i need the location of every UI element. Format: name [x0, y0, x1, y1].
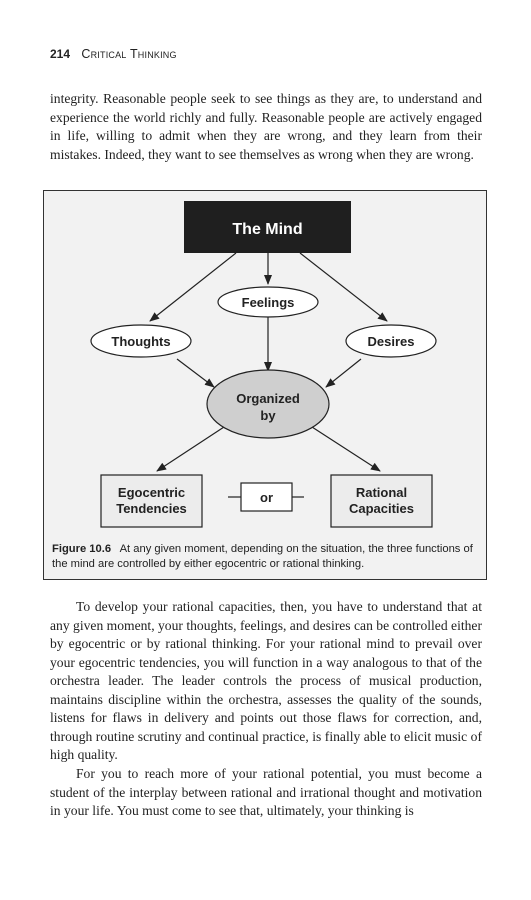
rational-box [330, 474, 433, 528]
rational-label-line1: Rational [356, 485, 407, 500]
figure-10-6: The Mind Feelings Thoughts Desires Organ… [43, 190, 487, 580]
arrow-mind-to-thoughts [149, 252, 237, 322]
mind-diagram: The Mind Feelings Thoughts Desires Organ… [90, 201, 437, 528]
running-title: Critical Thinking [81, 47, 177, 61]
egocentric-label-line1: Egocentric [118, 485, 185, 500]
figure-caption: Figure 10.6 At any given moment, dependi… [52, 542, 477, 571]
arrow-organized-to-egocentric [156, 426, 225, 472]
figure-label: Figure 10.6 [52, 543, 112, 555]
arrow-thoughts-to-organized [176, 358, 215, 388]
thoughts-node [90, 324, 192, 358]
mind-label: The Mind [232, 221, 302, 238]
paragraph-3: For you to reach more of your rational p… [50, 766, 482, 818]
thoughts-label: Thoughts [111, 334, 170, 349]
egocentric-box [100, 474, 203, 528]
desires-node [345, 324, 437, 358]
egocentric-label-line2: Tendencies [116, 501, 187, 516]
page-header: 214 Critical Thinking [50, 47, 177, 61]
page-number: 214 [50, 47, 71, 61]
organized-node [206, 369, 330, 439]
organized-label-line1: Organized [236, 391, 300, 406]
arrow-mind-to-desires [299, 252, 388, 322]
desires-label: Desires [368, 334, 415, 349]
organized-label-line2: by [260, 408, 276, 423]
mind-box [184, 201, 351, 253]
paragraph-1: integrity. Reasonable people seek to see… [50, 91, 482, 162]
paragraph-2: To develop your rational capacities, the… [50, 599, 482, 762]
or-label: or [260, 490, 273, 505]
arrow-organized-to-rational [311, 426, 381, 472]
feelings-node [217, 286, 319, 318]
feelings-label: Feelings [242, 295, 295, 310]
or-box [240, 482, 293, 512]
arrow-desires-to-organized [325, 358, 362, 388]
rational-label-line2: Capacities [349, 501, 414, 516]
figure-caption-text: At any given moment, depending on the si… [52, 543, 473, 570]
